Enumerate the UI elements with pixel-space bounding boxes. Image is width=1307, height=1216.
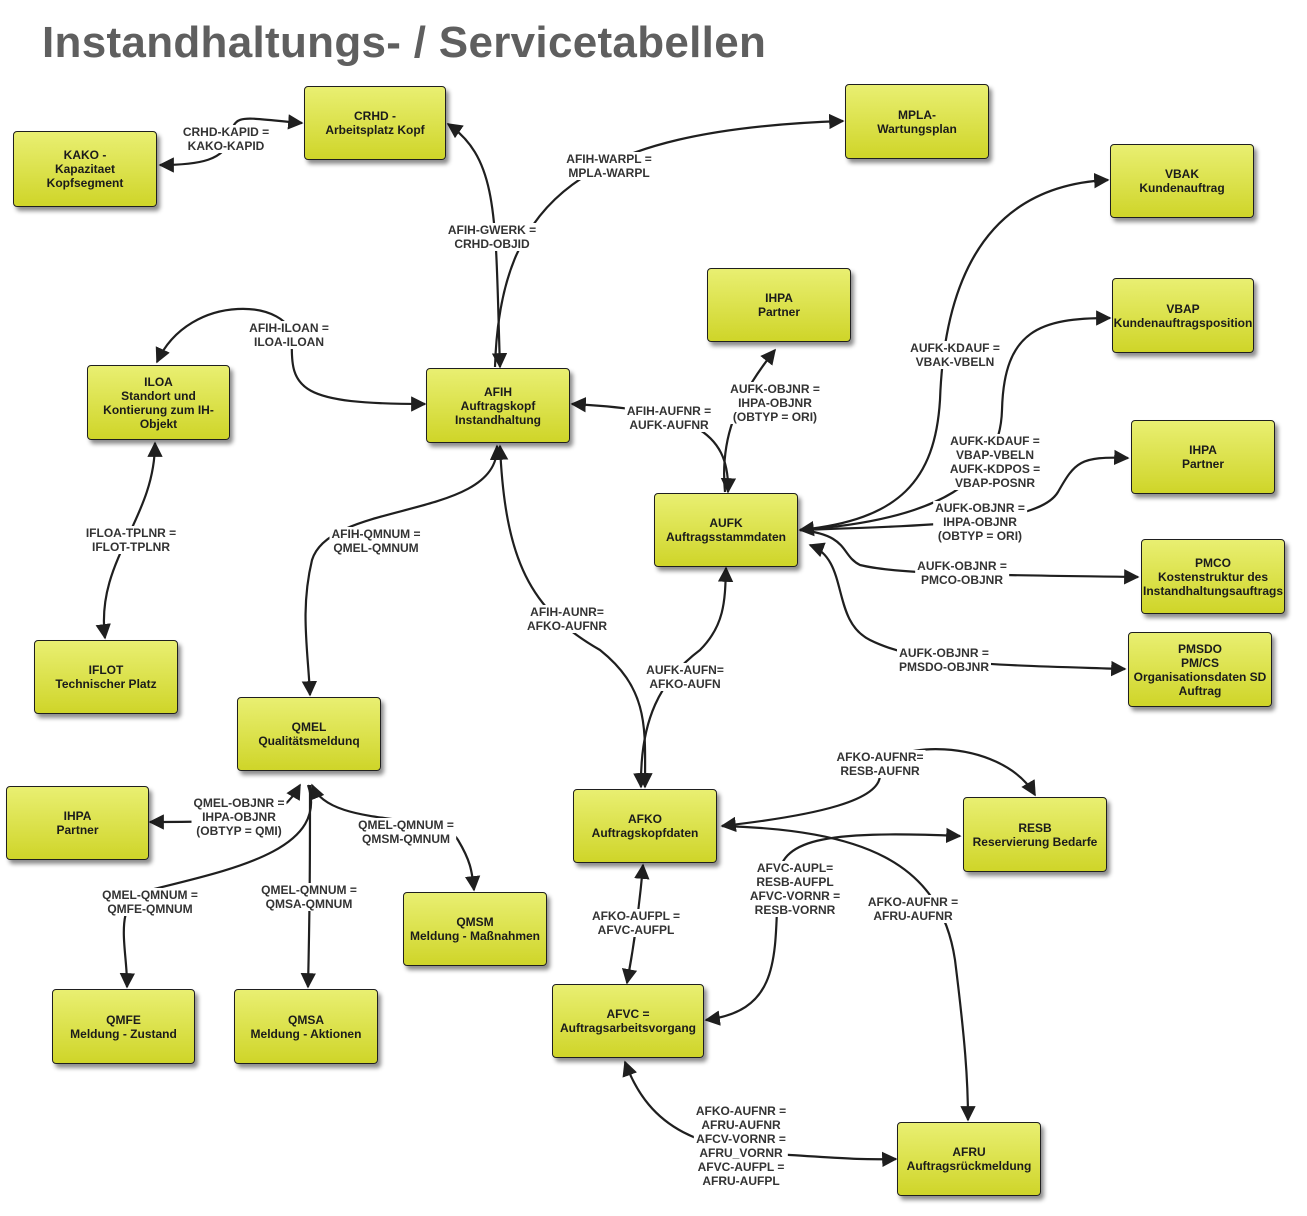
edge-aufk-ihpa-right xyxy=(799,449,1130,532)
edge-label-qmel-qmfe: QMEL-QMNUM = QMFE-QMNUM xyxy=(100,888,200,916)
node-pmsdo[interactable]: PMSDO PM/CS Organisationsdaten SD Auftra… xyxy=(1128,632,1272,707)
node-qmfe[interactable]: QMFE Meldung - Zustand xyxy=(52,989,195,1064)
edge-label-afvc-afru: AFKO-AUFNR = AFRU-AUFNR AFCV-VORNR = AFR… xyxy=(693,1104,789,1188)
node-qmsm[interactable]: QMSM Meldung - Maßnahmen xyxy=(403,892,547,966)
node-afko[interactable]: AFKO Auftragskopfdaten xyxy=(573,789,717,863)
edge-label-aufk-pmsdo: AUFK-OBJNR = PMSDO-OBJNR xyxy=(896,646,992,674)
edge-label-aufk-ihpa-right: AUFK-OBJNR = IHPA-OBJNR (OBTYP = ORI) xyxy=(933,501,1027,543)
node-mpla[interactable]: MPLA- Wartungsplan xyxy=(845,84,989,159)
edge-label-afko-afvc: AFKO-AUFPL = AFVC-AUFPL xyxy=(589,909,683,937)
edge-label-afih-iloa: AFIH-ILOAN = ILOA-ILOAN xyxy=(247,321,331,349)
node-aufk[interactable]: AUFK Auftragsstammdaten xyxy=(654,493,798,567)
node-afvc[interactable]: AFVC = Auftragsarbeitsvorgang xyxy=(552,984,704,1058)
edge-label-crhd-kako: CRHD-KAPID = KAKO-KAPID xyxy=(180,125,272,153)
node-qmsa[interactable]: QMSA Meldung - Aktionen xyxy=(234,989,378,1064)
edge-label-qmel-ihpa: QMEL-OBJNR = IHPA-OBJNR (OBTYP = QMI) xyxy=(191,796,287,838)
edge-afko-aufk xyxy=(633,566,734,789)
edge-label-qmel-qmsa: QMEL-QMNUM = QMSA-QMNUM xyxy=(259,883,359,911)
edge-qmel-qmsa xyxy=(300,784,317,989)
node-iflot[interactable]: IFLOT Technischer Platz xyxy=(34,640,178,714)
node-ihpa-right[interactable]: IHPA Partner xyxy=(1131,420,1275,494)
edge-label-afko-resb: AFKO-AUFNR= RESB-AUFNR xyxy=(834,750,926,778)
edge-label-afih-afko: AFIH-AUNR= AFKO-AUFNR xyxy=(525,605,609,633)
node-vbap[interactable]: VBAP Kundenauftragsposition xyxy=(1112,278,1254,353)
edge-label-afvc-resb: AFVC-AUPL= RESB-AUFPL AFVC-VORNR = RESB-… xyxy=(747,861,843,917)
node-kako[interactable]: KAKO - Kapazitaet Kopfsegment xyxy=(13,131,157,207)
edge-label-iloa-iflot: IFLOA-TPLNR = IFLOT-TPLNR xyxy=(83,526,179,554)
edge-label-afko-aufk: AUFK-AUFN= AFKO-AUFN xyxy=(644,663,726,691)
edge-aufk-pmsdo xyxy=(808,542,1127,677)
edge-aufk-vbak xyxy=(798,172,1110,537)
edge-afko-afru xyxy=(721,824,976,1122)
node-afru[interactable]: AFRU Auftragsrückmeldung xyxy=(897,1122,1041,1196)
node-vbak[interactable]: VBAK Kundenauftrag xyxy=(1110,144,1254,218)
edge-label-afih-aufk: AFIH-AUFNR = AUFK-AUFNR xyxy=(624,404,714,432)
node-iloa[interactable]: ILOA Standort und Kontierung zum IH- Obj… xyxy=(87,365,230,440)
edge-label-aufk-vbak: AUFK-KDAUF = VBAK-VBELN xyxy=(908,341,1002,369)
edge-qmel-qmfe xyxy=(119,784,312,989)
edge-label-afko-afru: AFKO-AUFNR = AFRU-AUFNR xyxy=(865,895,961,923)
edge-aufk-vbap xyxy=(799,310,1112,532)
node-pmco[interactable]: PMCO Kostenstruktur des Instandhaltungsa… xyxy=(1141,539,1285,614)
node-ihpa-top[interactable]: IHPA Partner xyxy=(707,268,851,342)
edge-afih-qmel xyxy=(301,444,506,697)
node-crhd[interactable]: CRHD - Arbeitsplatz Kopf xyxy=(304,86,446,160)
node-qmel[interactable]: QMEL Qualitätsmeldunq xyxy=(237,697,381,771)
page-title: Instandhaltungs- / Servicetabellen xyxy=(42,18,767,67)
node-afih[interactable]: AFIH Auftragskopf Instandhaltung xyxy=(426,368,570,443)
node-resb[interactable]: RESB Reservierung Bedarfe xyxy=(963,797,1107,872)
edge-label-afih-qmel: AFIH-QMNUM = QMEL-QMNUM xyxy=(329,527,423,555)
node-ihpa-left[interactable]: IHPA Partner xyxy=(6,786,149,860)
edge-label-aufk-pmco: AUFK-OBJNR = PMCO-OBJNR xyxy=(915,559,1009,587)
edge-label-afih-crhd: AFIH-GWERK = CRHD-OBJID xyxy=(445,223,539,251)
edge-label-aufk-vbap: AUFK-KDAUF = VBAP-VBELN AUFK-KDPOS = VBA… xyxy=(947,434,1043,490)
edge-afih-crhd xyxy=(446,123,508,369)
edge-label-aufk-ihpa-top: AUFK-OBJNR = IHPA-OBJNR (OBTYP = ORI) xyxy=(728,382,822,424)
edge-label-afih-mpla: AFIH-WARPL = MPLA-WARPL xyxy=(564,152,654,180)
edge-label-qmel-qmsm: QMEL-QMNUM = QMSM-QMNUM xyxy=(356,818,456,846)
